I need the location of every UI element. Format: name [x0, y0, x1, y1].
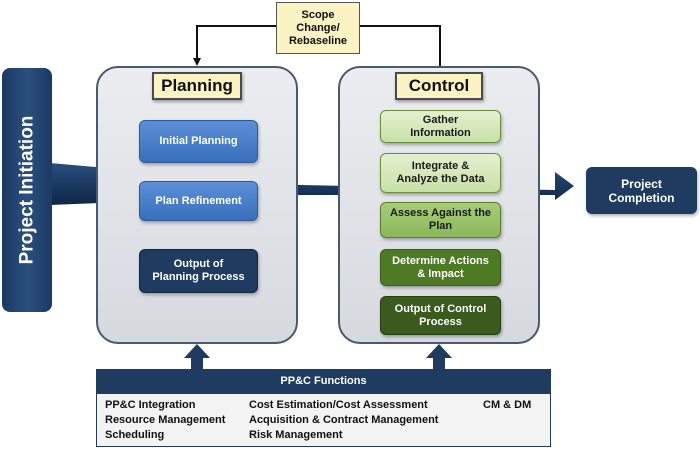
assess-against-plan-box: Assess Against the Plan — [380, 202, 501, 238]
functions-column-1: PP&C Integration Resource Management Sch… — [105, 398, 225, 443]
plan-refinement-box: Plan Refinement — [139, 181, 258, 221]
function-item: Risk Management — [249, 429, 343, 441]
determine-actions-box: Determine Actions & Impact — [380, 249, 501, 286]
function-item: Acquisition & Contract Management — [249, 414, 439, 426]
functions-header: PP&C Functions — [96, 369, 551, 393]
functions-column-3: CM & DM — [483, 398, 531, 413]
output-planning-box: Output of Planning Process — [139, 249, 258, 293]
functions-list: PP&C Integration Resource Management Sch… — [96, 393, 551, 447]
scope-change-box: Scope Change/ Rebaseline — [276, 2, 360, 54]
functions-to-planning-arrow — [184, 344, 210, 369]
planning-title: Planning — [152, 72, 242, 100]
functions-to-control-arrow — [426, 344, 452, 369]
control-title: Control — [395, 72, 483, 100]
initial-planning-box: Initial Planning — [139, 120, 258, 163]
function-item: PP&C Integration — [105, 399, 196, 411]
project-initiation-label: Project Initiation — [16, 115, 38, 265]
scope-to-planning-arrow — [193, 25, 276, 66]
integrate-analyze-box: Integrate & Analyze the Data — [380, 153, 501, 193]
function-item: CM & DM — [483, 399, 532, 411]
function-item: Scheduling — [105, 429, 165, 441]
project-initiation-bar: Project Initiation — [2, 68, 52, 312]
project-completion-box: Project Completion — [586, 167, 697, 214]
functions-column-2: Cost Estimation/Cost Assessment Acquisit… — [249, 398, 438, 443]
function-item: Cost Estimation/Cost Assessment — [249, 399, 428, 411]
scope-loop-line — [360, 25, 441, 66]
output-control-box: Output of Control Process — [380, 296, 501, 335]
function-item: Resource Management — [105, 414, 226, 426]
gather-information-box: Gather Information — [380, 110, 501, 143]
